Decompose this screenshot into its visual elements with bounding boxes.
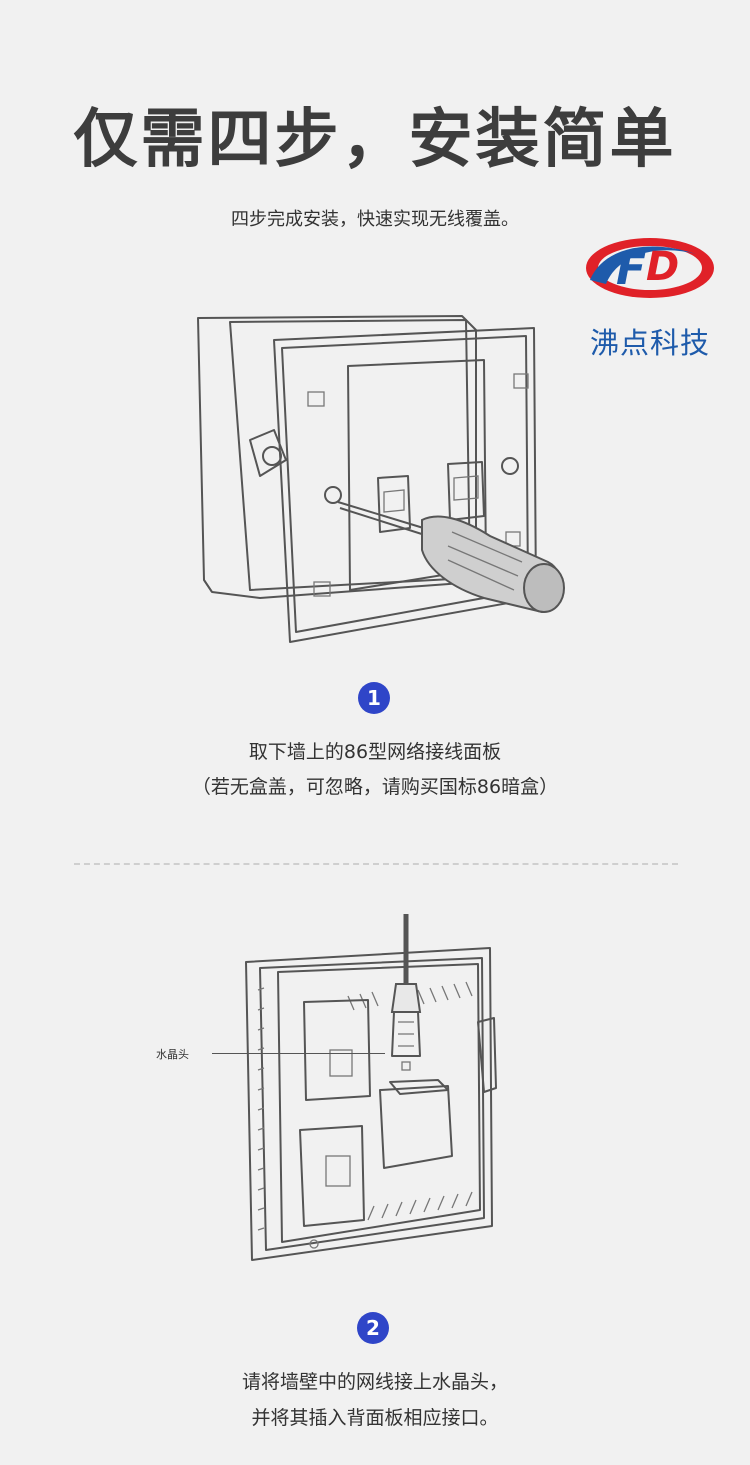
section-divider <box>74 863 678 865</box>
page-subtitle: 四步完成安装，快速实现无线覆盖。 <box>231 209 519 230</box>
crystal-head-label: 水晶头 <box>156 1048 189 1061</box>
logo-mark-f: F <box>616 244 646 295</box>
back-panel-illustration <box>238 910 518 1270</box>
brand-logo: F D <box>578 218 718 358</box>
step-1-badge: 1 <box>358 682 390 714</box>
step-2-text-line2: 并将其插入背面板相应接口。 <box>251 1407 499 1429</box>
crystal-head-callout-line <box>212 1053 385 1054</box>
step-1-text-line2: （若无盒盖，可忽略，请购买国标86暗盒） <box>191 776 559 798</box>
brand-name: 沸点科技 <box>589 326 710 360</box>
step-1-text-line1: 取下墙上的86型网络接线面板 <box>248 741 502 763</box>
logo-mark-d: D <box>646 244 679 290</box>
step-2-text-line1: 请将墙壁中的网线接上水晶头， <box>241 1371 508 1393</box>
step-2-badge: 2 <box>357 1312 389 1344</box>
panel-removal-illustration <box>190 300 590 650</box>
page-title: 仅需四步，安装简单 <box>73 103 677 177</box>
